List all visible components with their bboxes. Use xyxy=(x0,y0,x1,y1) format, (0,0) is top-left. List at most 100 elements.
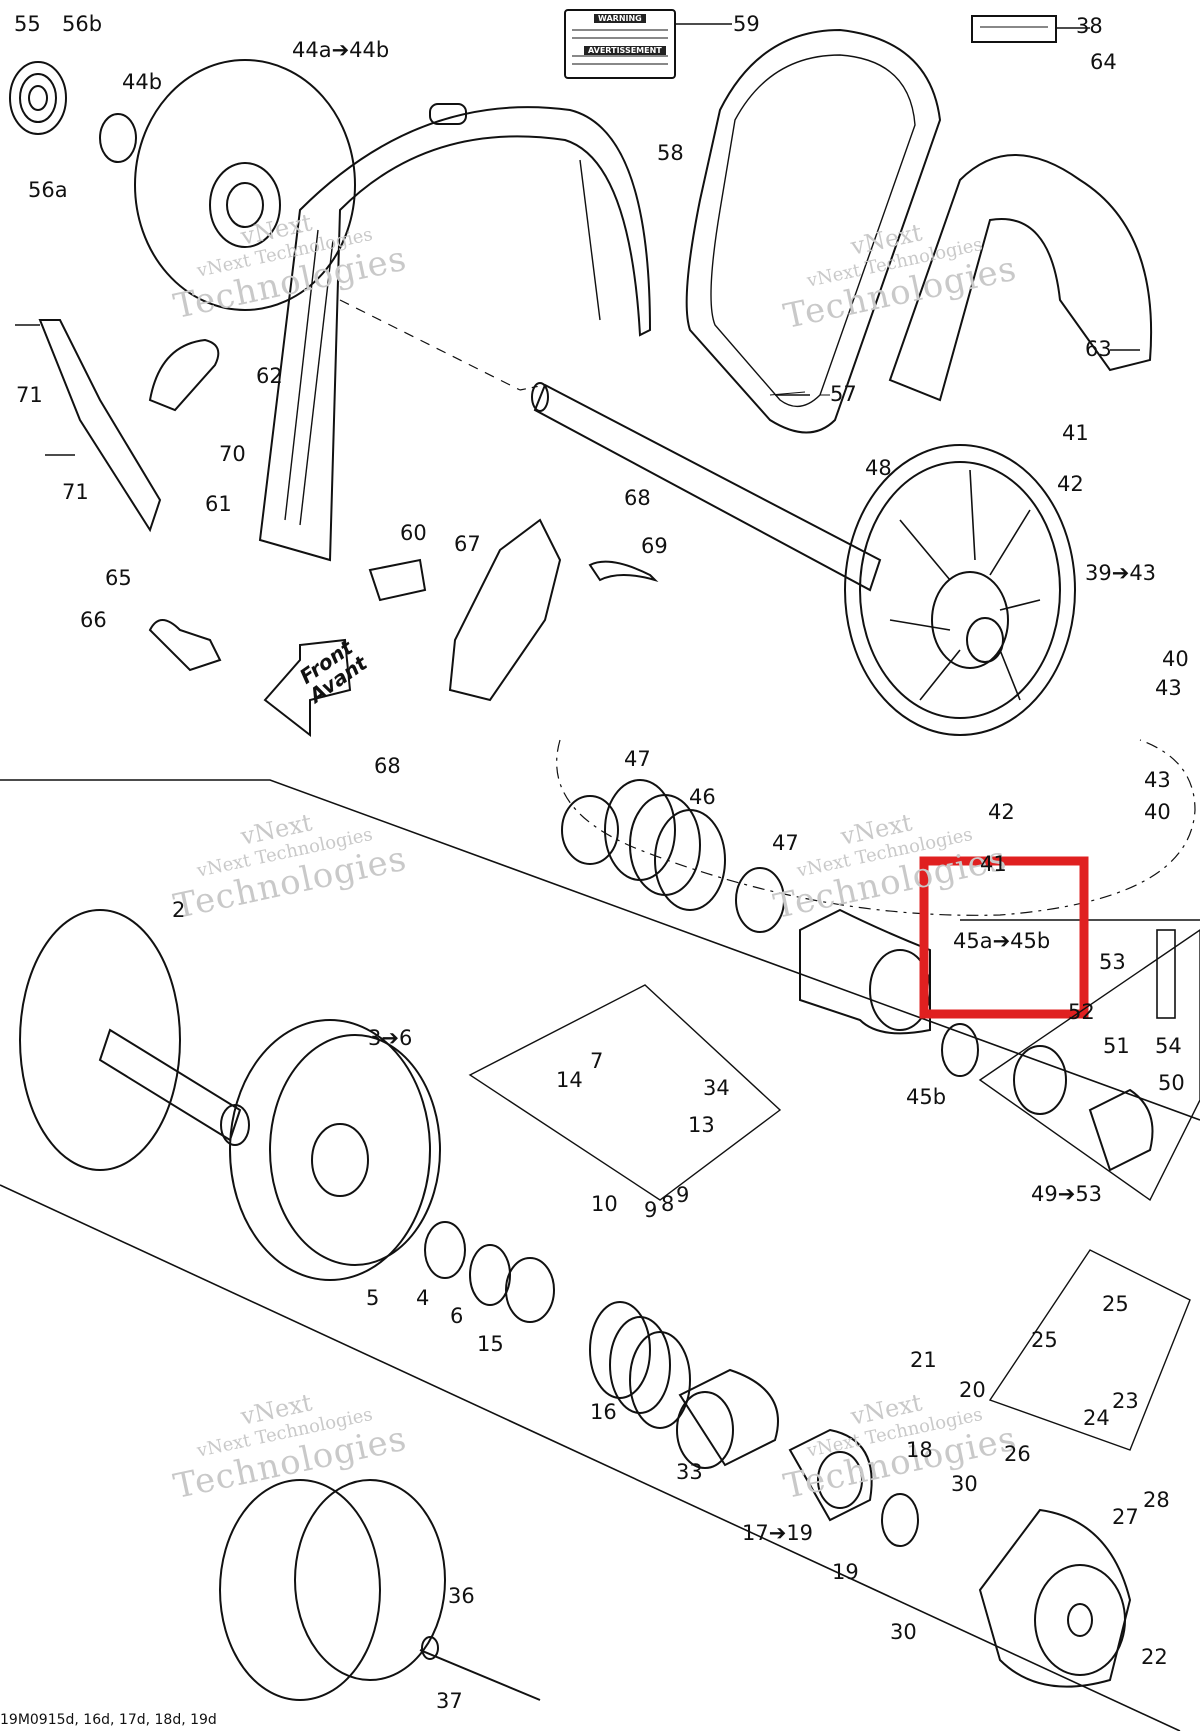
figure-reference: 19M0915d, 16d, 17d, 18d, 19d xyxy=(0,1712,217,1728)
bushing-part-19 xyxy=(881,1493,919,1547)
callout-68b: 68 xyxy=(374,754,401,778)
warning-title: WARNING xyxy=(594,14,646,23)
housing-part-17 xyxy=(788,1428,873,1522)
callout-15: 15 xyxy=(477,1332,504,1356)
callout-42b: 42 xyxy=(988,800,1015,824)
hub-part-49 xyxy=(1088,1088,1154,1172)
callout-44a-44b: 44a➔44b xyxy=(292,38,390,62)
drive-shaft xyxy=(339,299,882,592)
callout-68a: 68 xyxy=(624,486,651,510)
bracket-part-22 xyxy=(978,1508,1132,1688)
callout-22: 22 xyxy=(1141,1645,1168,1669)
callout-16: 16 xyxy=(590,1400,617,1424)
highlight-box xyxy=(919,856,1089,1019)
strip-part-53 xyxy=(1156,929,1176,1019)
sheave-part-44a xyxy=(134,59,356,311)
drive-pulley-assembly xyxy=(219,1479,541,1701)
callout-28: 28 xyxy=(1143,1488,1170,1512)
callout-71b: 71 xyxy=(62,480,89,504)
callout-56a: 56a xyxy=(28,178,68,202)
subassembly-box xyxy=(468,984,782,1201)
pin-part-69 xyxy=(588,560,659,583)
dashed-boundary xyxy=(556,739,1196,916)
callout-62: 62 xyxy=(256,364,283,388)
callout-19: 19 xyxy=(832,1560,859,1584)
cover-part-3 xyxy=(229,1019,441,1281)
callout-25a: 25 xyxy=(1102,1292,1129,1316)
spring-part-46 xyxy=(604,779,726,911)
callout-24: 24 xyxy=(1083,1406,1110,1430)
driven-pulley-part-39 xyxy=(844,444,1076,736)
warning-label-part-59 xyxy=(564,9,732,79)
callout-45b: 45b xyxy=(906,1085,947,1109)
callout-9b: 9 xyxy=(676,1183,690,1207)
subassembly-box-23 xyxy=(988,1249,1191,1451)
ring-part-6 xyxy=(469,1244,511,1306)
callout-20: 20 xyxy=(959,1378,986,1402)
callout-39-43: 39➔43 xyxy=(1085,561,1157,585)
callout-43b: 43 xyxy=(1144,768,1171,792)
callout-60: 60 xyxy=(400,521,427,545)
ring-part-4 xyxy=(424,1221,466,1279)
callout-51: 51 xyxy=(1103,1034,1130,1058)
callout-2: 2 xyxy=(172,898,186,922)
callout-65: 65 xyxy=(105,566,132,590)
callout-18: 18 xyxy=(906,1438,933,1462)
callout-26: 26 xyxy=(1004,1442,1031,1466)
warning-title-fr: AVERTISSEMENT xyxy=(584,46,666,55)
callout-6: 6 xyxy=(450,1304,464,1328)
callout-33: 33 xyxy=(676,1460,703,1484)
cam-part-45 xyxy=(799,908,931,1035)
callout-59: 59 xyxy=(733,12,760,36)
spring-part-16 xyxy=(589,1301,691,1429)
callout-40b: 40 xyxy=(1144,800,1171,824)
washer-part-47a xyxy=(561,795,619,865)
callout-70: 70 xyxy=(219,442,246,466)
callout-55: 55 xyxy=(14,12,41,36)
label-part-38 xyxy=(971,15,1090,43)
bracket-part-60 xyxy=(368,558,427,602)
callout-43a: 43 xyxy=(1155,676,1182,700)
callout-4: 4 xyxy=(416,1286,430,1310)
callout-3-6: 3➔6 xyxy=(368,1026,413,1050)
callout-8: 8 xyxy=(661,1192,675,1216)
front-arrow xyxy=(263,638,352,738)
callout-7: 7 xyxy=(590,1049,604,1073)
callout-46: 46 xyxy=(689,785,716,809)
callout-10: 10 xyxy=(591,1192,618,1216)
callout-38: 38 xyxy=(1076,14,1103,38)
callout-54: 54 xyxy=(1155,1034,1182,1058)
callout-13: 13 xyxy=(688,1113,715,1137)
callout-58: 58 xyxy=(657,141,684,165)
callout-5: 5 xyxy=(366,1286,380,1310)
callout-9a: 9 xyxy=(644,1198,658,1222)
callout-41b: 41 xyxy=(980,852,1007,876)
callout-14: 14 xyxy=(556,1068,583,1092)
callout-44b: 44b xyxy=(122,70,163,94)
callout-47a: 47 xyxy=(624,747,651,771)
washer-part-52 xyxy=(1013,1045,1067,1115)
sliding-sheave-part-2 xyxy=(19,909,250,1171)
callout-23: 23 xyxy=(1112,1389,1139,1413)
callout-49-53: 49➔53 xyxy=(1031,1182,1103,1206)
panel-outline-lower xyxy=(0,779,1200,1121)
inner-guard-part-63 xyxy=(888,154,1153,402)
callout-30a: 30 xyxy=(951,1472,978,1496)
belt-guard-part-58 xyxy=(258,103,652,562)
bushing-part-33 xyxy=(676,1368,779,1469)
callout-66: 66 xyxy=(80,608,107,632)
callout-40a: 40 xyxy=(1162,647,1189,671)
callout-47b: 47 xyxy=(772,831,799,855)
callout-34: 34 xyxy=(703,1076,730,1100)
ring-part-44b xyxy=(99,113,137,163)
bracket-part-71 xyxy=(15,319,162,533)
clip-part-62 xyxy=(148,338,220,412)
callout-37: 37 xyxy=(436,1689,463,1713)
panel-outline-bottom xyxy=(0,1184,1181,1731)
ring-part-45b xyxy=(941,1023,979,1077)
callout-25b: 25 xyxy=(1031,1328,1058,1352)
bracket-part-65 xyxy=(148,619,222,672)
washer-part-47b xyxy=(735,867,785,933)
callout-63: 63 xyxy=(1085,337,1112,361)
